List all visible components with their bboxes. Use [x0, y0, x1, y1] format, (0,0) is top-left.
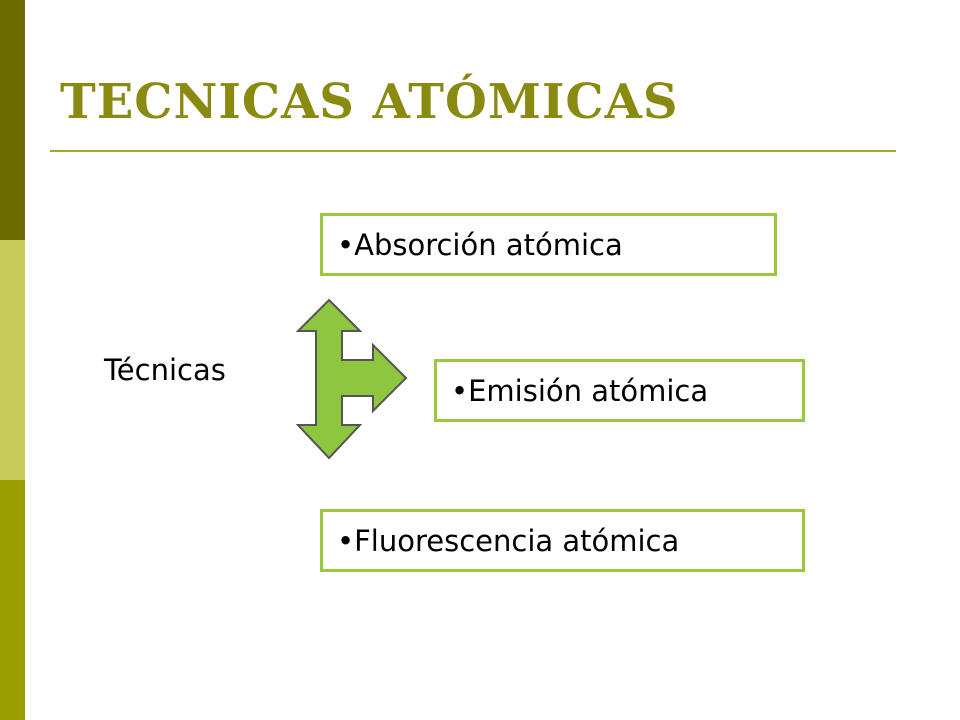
- technique-box-absorption: •Absorción atómica: [320, 213, 777, 276]
- slide-title: TECNICAS ATÓMICAS: [60, 74, 679, 130]
- side-bar-segment-bottom: [0, 480, 25, 720]
- arrow-shape: [296, 298, 408, 460]
- title-underline: [50, 150, 896, 152]
- source-label: Técnicas: [104, 353, 226, 387]
- side-bar-segment-top: [0, 0, 25, 240]
- side-bar-segment-middle: [0, 240, 25, 480]
- technique-label-fluorescence: •Fluorescencia atómica: [337, 523, 680, 558]
- technique-box-fluorescence: •Fluorescencia atómica: [320, 509, 805, 572]
- technique-label-absorption: •Absorción atómica: [337, 227, 623, 262]
- technique-label-emission: •Emisión atómica: [451, 373, 709, 408]
- technique-box-emission: •Emisión atómica: [434, 359, 805, 422]
- three-way-arrow-icon: [296, 298, 408, 460]
